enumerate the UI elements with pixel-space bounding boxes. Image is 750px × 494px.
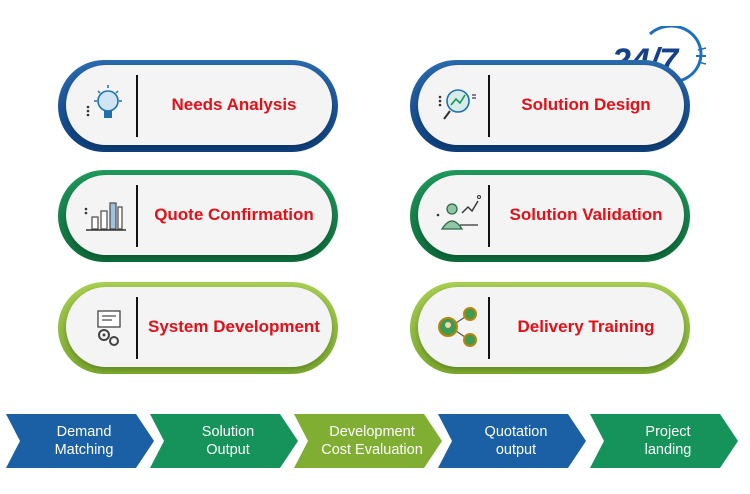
card-pill: Solution Design	[418, 65, 684, 145]
bar-chart-icon	[80, 189, 132, 241]
card-pill: System Development	[66, 287, 332, 367]
card-pill: Quote Confirmation	[66, 175, 332, 255]
step-quotation-output: Quotation output	[438, 410, 588, 472]
card-quote-confirmation: Quote Confirmation	[58, 170, 338, 262]
step-arrow	[590, 414, 738, 468]
step-line2: Matching	[54, 442, 114, 458]
user-network-icon	[432, 301, 484, 353]
presenter-icon	[432, 189, 484, 241]
step-line1: Quotation	[484, 424, 548, 440]
card-divider	[136, 297, 138, 359]
step-project-landing: Project landing	[590, 410, 740, 472]
card-label: Quote Confirmation	[154, 205, 314, 224]
step-arrow	[150, 414, 298, 468]
card-label: Delivery Training	[517, 317, 655, 336]
card-delivery-training: Delivery Training	[410, 282, 690, 374]
step-line2: output	[495, 442, 537, 458]
card-label: System Development	[148, 317, 320, 336]
card-solution-design: Solution Design	[410, 60, 690, 152]
card-label: Needs Analysis	[171, 95, 297, 114]
card-solution-validation: Solution Validation	[410, 170, 690, 262]
card-divider	[488, 297, 490, 359]
step-line1: Development	[329, 424, 415, 440]
card-divider	[136, 185, 138, 247]
card-pill: Solution Validation	[418, 175, 684, 255]
card-pill: Delivery Training	[418, 287, 684, 367]
step-line2: landing	[644, 442, 692, 458]
card-needs-analysis: Needs Analysis	[58, 60, 338, 152]
step-line2: Cost Evaluation	[321, 442, 423, 458]
step-line1: Project	[645, 424, 691, 440]
card-pill: Needs Analysis	[66, 65, 332, 145]
card-divider	[136, 75, 138, 137]
step-arrow	[438, 414, 586, 468]
card-divider	[488, 185, 490, 247]
step-arrow	[294, 414, 442, 468]
card-label: Solution Validation	[509, 205, 663, 224]
card-system-development: System Development	[58, 282, 338, 374]
card-label: Solution Design	[521, 95, 651, 114]
step-arrow	[6, 414, 154, 468]
card-divider	[488, 75, 490, 137]
lightbulb-icon	[80, 79, 132, 131]
chart-magnifier-icon	[432, 79, 484, 131]
step-line1: Solution	[201, 424, 255, 440]
step-line1: Demand	[56, 424, 112, 440]
gears-document-icon	[80, 301, 132, 353]
step-line2: Output	[206, 442, 250, 458]
